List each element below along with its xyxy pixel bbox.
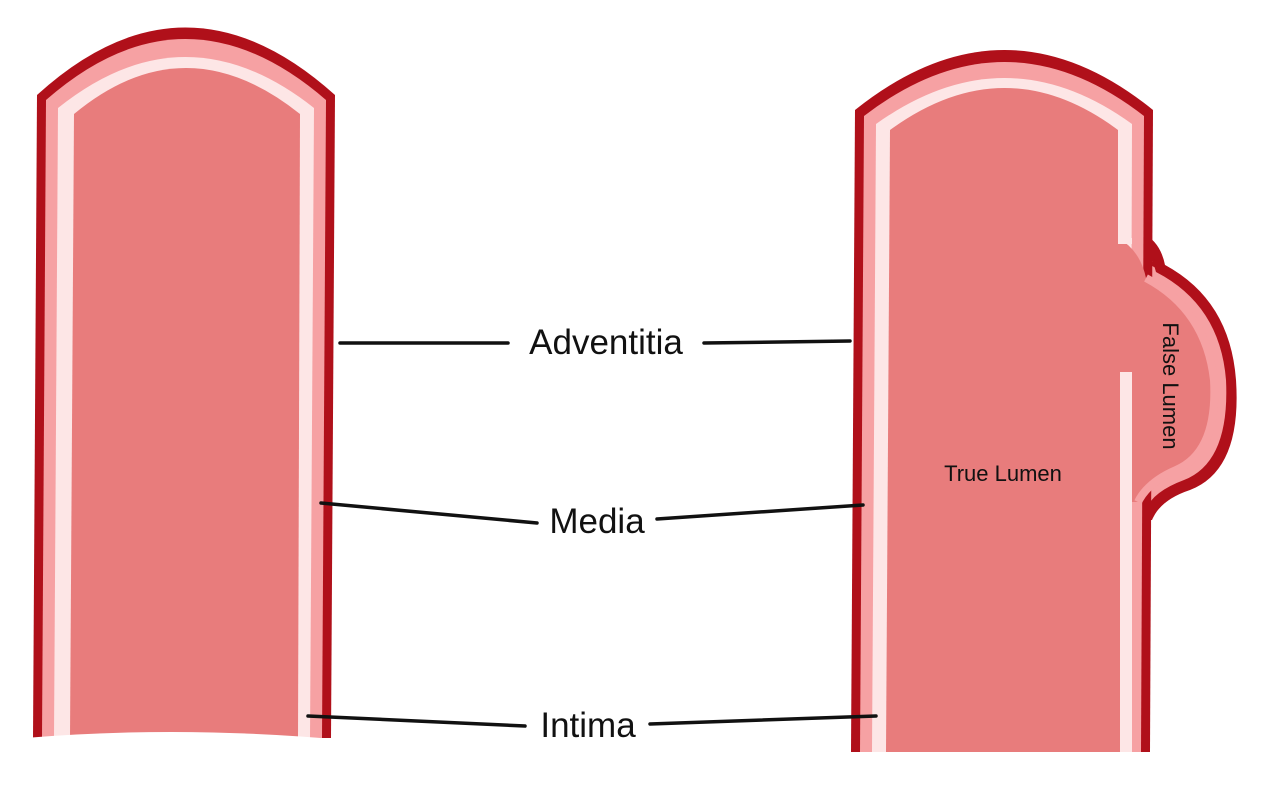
intimal-flap-lumen-edge bbox=[1116, 372, 1120, 752]
intimal-flap bbox=[1118, 372, 1132, 752]
intima-leader-left bbox=[306, 714, 527, 728]
intima-label: Intima bbox=[540, 706, 636, 745]
media-leader-right bbox=[655, 503, 865, 521]
leader-lines bbox=[306, 339, 878, 728]
false-lumen-media-edge bbox=[1134, 274, 1219, 504]
normal-artery-lumen bbox=[70, 68, 300, 738]
false-lumen-outer-edge bbox=[1146, 258, 1237, 518]
dissected-artery-cut-edge bbox=[845, 752, 1160, 770]
true-lumen bbox=[886, 88, 1118, 752]
dissected-artery bbox=[845, 50, 1237, 770]
normal-artery-cut-edge bbox=[25, 731, 345, 760]
media-label: Media bbox=[549, 502, 645, 541]
adventitia-label: Adventitia bbox=[529, 323, 683, 362]
normal-artery bbox=[25, 27, 345, 760]
intima-leader-right bbox=[648, 714, 878, 726]
false-lumen-overlay bbox=[1118, 238, 1215, 502]
intimal-flap-upper bbox=[1118, 238, 1132, 244]
false-lumen-label: False Lumen bbox=[1158, 322, 1183, 449]
media-leader-left bbox=[319, 501, 539, 525]
true-lumen-label: True Lumen bbox=[944, 461, 1062, 486]
adventitia-leader-right bbox=[702, 339, 852, 345]
